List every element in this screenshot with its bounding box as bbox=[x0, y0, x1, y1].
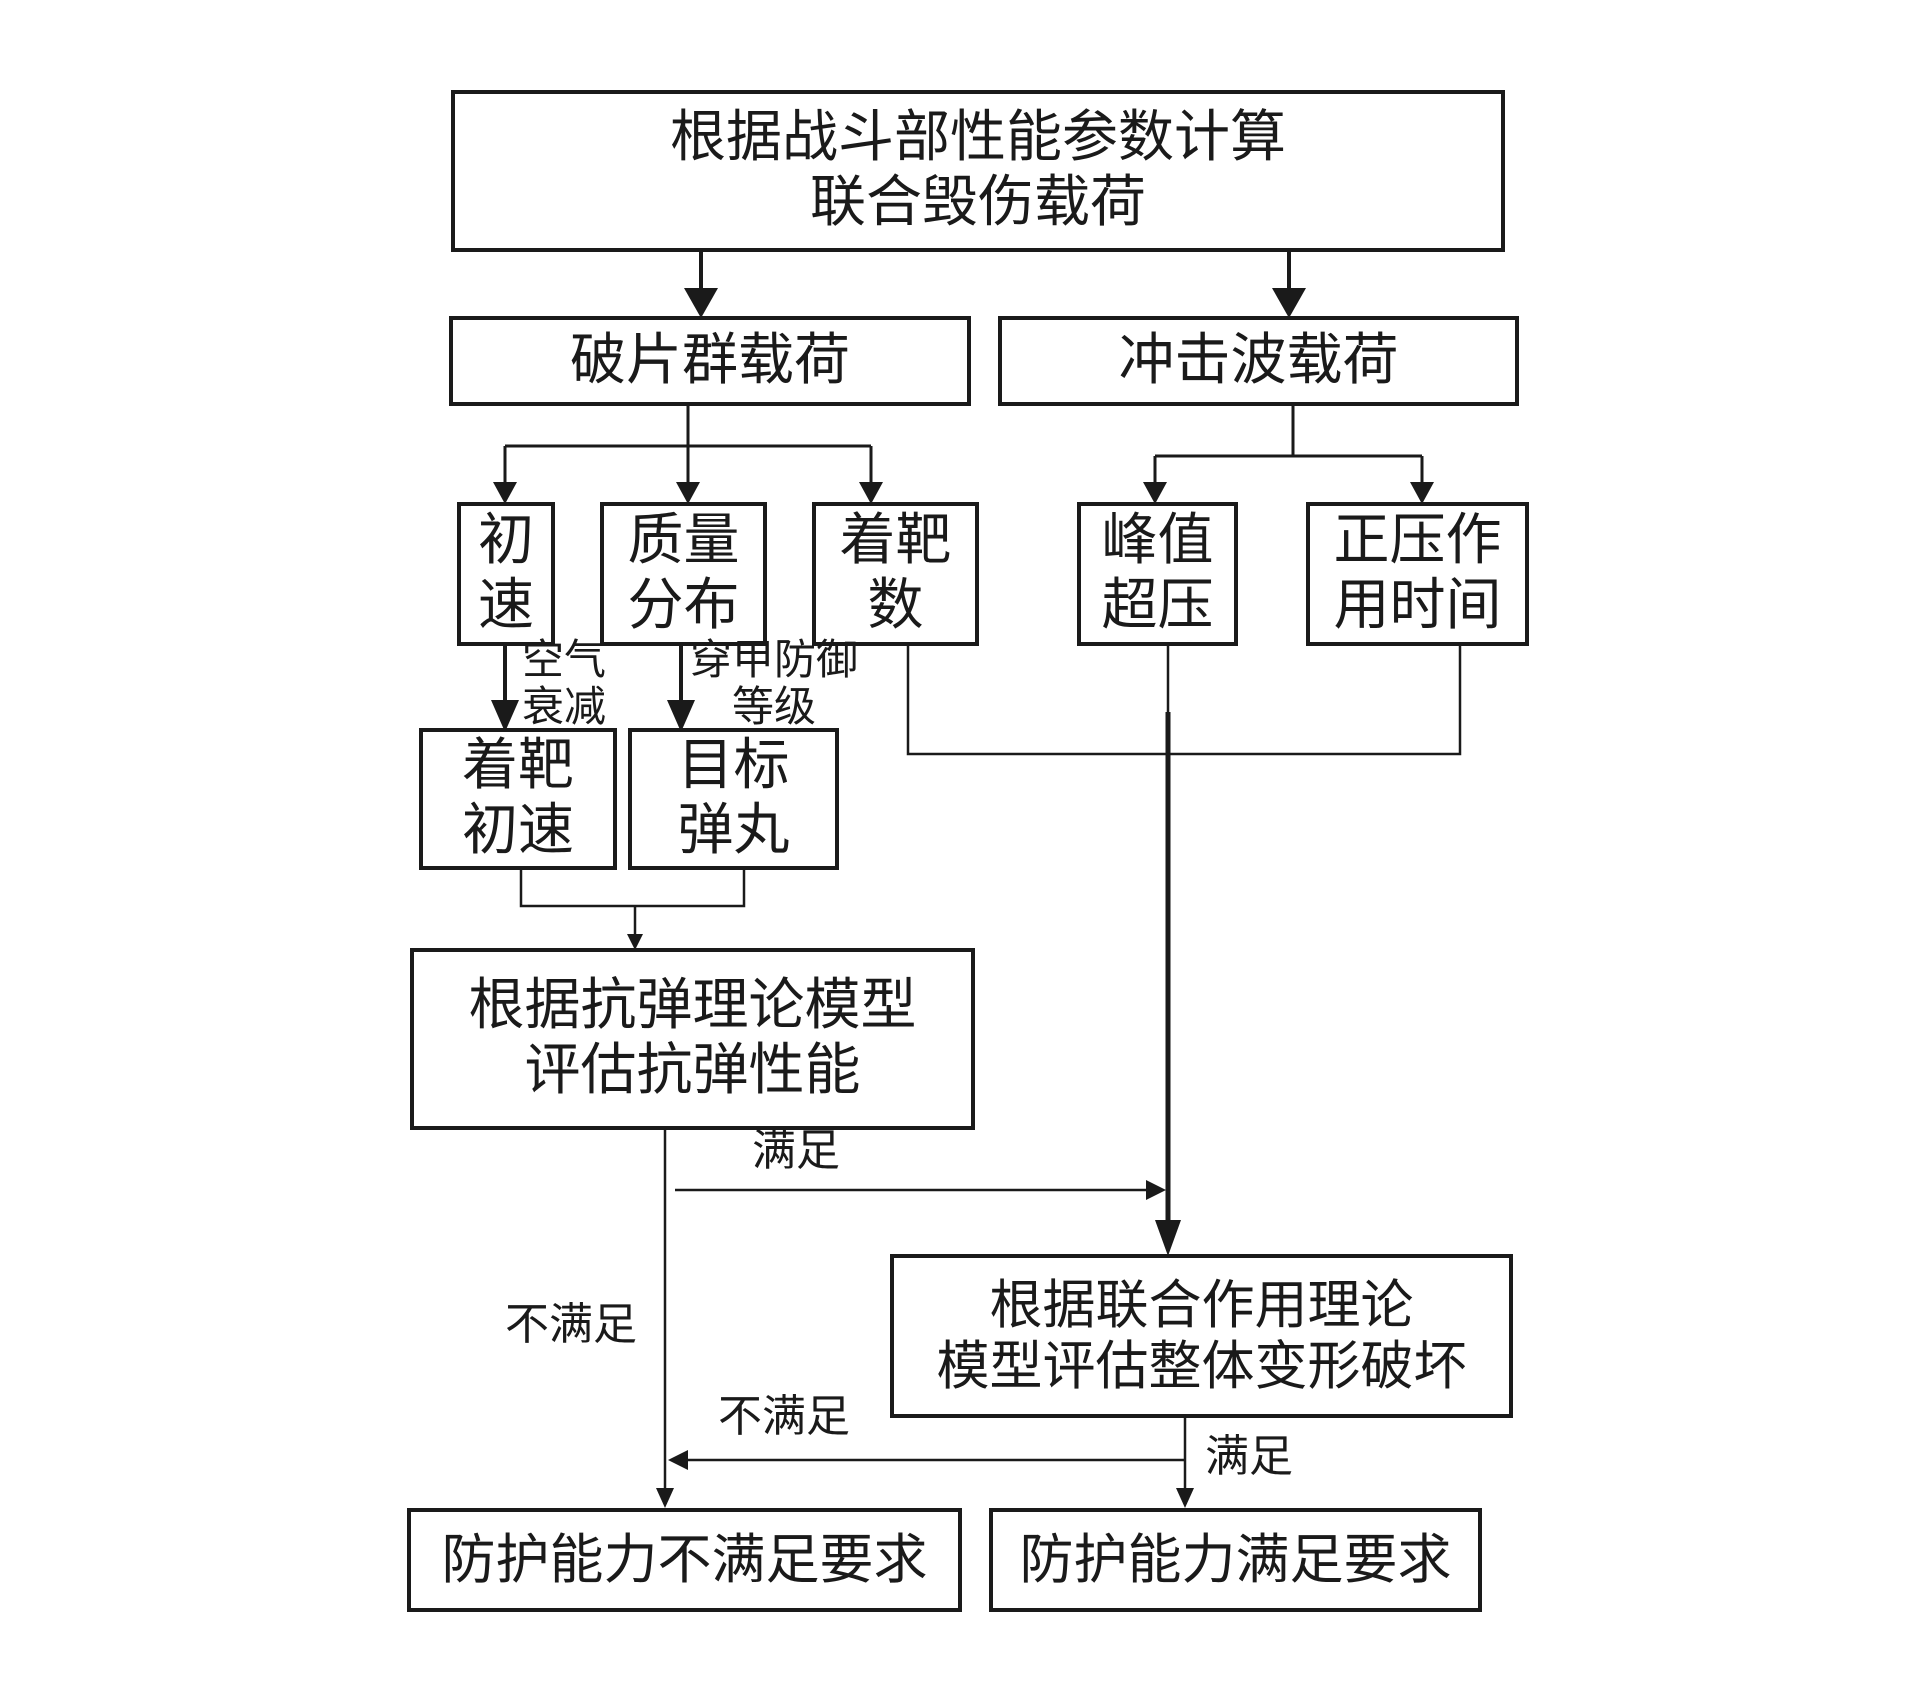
ballistic-satisfied-label: 满足 bbox=[752, 1125, 840, 1176]
combined-eval-line1: 根据联合作用理论 bbox=[989, 1274, 1414, 1336]
hit-count-line1: 着靶 bbox=[839, 508, 952, 574]
ballistic-eval-line1: 根据抗弹理论模型 bbox=[468, 973, 917, 1039]
protection-pass-label: 防护能力满足要求 bbox=[1019, 1527, 1452, 1591]
compute-load-line2: 联合毁伤载荷 bbox=[810, 170, 1146, 235]
hit-count-box: 着靶 数 bbox=[812, 502, 979, 646]
arrowhead-to-target-projectile bbox=[667, 700, 695, 732]
combined-not-satisfied-label: 不满足 bbox=[718, 1391, 850, 1442]
fragment-load-label: 破片群载荷 bbox=[570, 327, 850, 393]
shockwave-load-label: 冲击波载荷 bbox=[1118, 327, 1399, 393]
arrowhead-to-positive-pressure-duration bbox=[1410, 482, 1434, 504]
air-attenuation-line2: 衰减 bbox=[522, 682, 607, 732]
combined-eval-line2: 模型评估整体变形破坏 bbox=[936, 1336, 1467, 1397]
arrowhead-to-combined bbox=[1155, 1220, 1181, 1256]
air-attenuation-line1: 空气 bbox=[522, 635, 607, 684]
peak-overpressure-line2: 超压 bbox=[1101, 573, 1214, 638]
armor-grade-label: 穿甲防御 等级 bbox=[690, 636, 858, 730]
ballistic-eval-line2: 评估抗弹性能 bbox=[524, 1038, 861, 1103]
impact-velocity-line1: 着靶 bbox=[462, 733, 574, 799]
arrowhead-to-mass-distribution bbox=[676, 482, 700, 504]
peak-overpressure-box: 峰值 超压 bbox=[1077, 502, 1238, 646]
positive-pressure-duration-box: 正压作 用时间 bbox=[1306, 502, 1529, 646]
compute-load-box: 根据战斗部性能参数计算 联合毁伤载荷 bbox=[451, 90, 1505, 252]
ballistic-eval-box: 根据抗弹理论模型 评估抗弹性能 bbox=[410, 948, 975, 1130]
ballistic-satisfied-text: 满足 bbox=[752, 1125, 840, 1176]
armor-grade-line1: 穿甲防御 bbox=[690, 635, 859, 684]
arrowhead-compute-to-shockwave bbox=[1272, 288, 1306, 318]
positive-pressure-duration-line2: 用时间 bbox=[1333, 573, 1502, 638]
peak-overpressure-line1: 峰值 bbox=[1101, 508, 1214, 574]
shockwave-load-box: 冲击波载荷 bbox=[998, 316, 1519, 406]
positive-pressure-duration-line1: 正压作 bbox=[1333, 508, 1502, 574]
target-projectile-box: 目标 弹丸 bbox=[628, 728, 839, 870]
arrowhead-to-peak-overpressure bbox=[1143, 482, 1167, 504]
protection-pass-box: 防护能力满足要求 bbox=[989, 1508, 1482, 1612]
edge-merge-to-ballistic bbox=[519, 868, 746, 938]
hit-count-line2: 数 bbox=[867, 573, 924, 638]
arrowhead-to-hit-count bbox=[859, 482, 883, 504]
combined-eval-box: 根据联合作用理论 模型评估整体变形破坏 bbox=[890, 1254, 1513, 1418]
arrowhead-combined-not-satisfied bbox=[668, 1450, 688, 1470]
target-projectile-line1: 目标 bbox=[677, 733, 790, 799]
arrowhead-compute-to-fragment bbox=[684, 288, 718, 318]
armor-grade-line2: 等级 bbox=[732, 682, 817, 732]
arrowhead-to-impact-velocity bbox=[491, 700, 519, 732]
protection-fail-label: 防护能力不满足要求 bbox=[441, 1527, 928, 1591]
arrowhead-to-ballistic bbox=[627, 934, 643, 950]
arrowhead-ballistic-not-satisfied bbox=[656, 1488, 674, 1508]
target-projectile-line2: 弹丸 bbox=[677, 798, 790, 863]
mass-distribution-line2: 分布 bbox=[627, 573, 740, 638]
compute-load-line1: 根据战斗部性能参数计算 bbox=[670, 105, 1286, 171]
edge-shockwave-branch bbox=[1153, 404, 1424, 486]
edge-fragment-branch bbox=[503, 404, 873, 486]
combined-not-satisfied-text: 不满足 bbox=[718, 1391, 850, 1442]
mass-distribution-line1: 质量 bbox=[627, 508, 740, 574]
combined-satisfied-label: 满足 bbox=[1205, 1431, 1293, 1482]
initial-velocity-line1: 初 bbox=[478, 508, 534, 574]
arrowhead-ballistic-satisfied bbox=[1146, 1180, 1166, 1200]
impact-velocity-box: 着靶 初速 bbox=[419, 728, 617, 870]
fragment-load-box: 破片群载荷 bbox=[449, 316, 971, 406]
initial-velocity-box: 初 速 bbox=[457, 502, 555, 646]
arrowhead-to-initial-velocity bbox=[493, 482, 517, 504]
ballistic-not-satisfied-text: 不满足 bbox=[505, 1299, 637, 1350]
arrowhead-combined-satisfied bbox=[1176, 1488, 1194, 1508]
air-attenuation-label: 空气 衰减 bbox=[522, 636, 606, 730]
combined-satisfied-text: 满足 bbox=[1205, 1431, 1293, 1482]
initial-velocity-line2: 速 bbox=[478, 573, 534, 638]
edge-load-params-join bbox=[906, 644, 1462, 756]
impact-velocity-line2: 初速 bbox=[462, 798, 574, 863]
mass-distribution-box: 质量 分布 bbox=[600, 502, 767, 646]
ballistic-not-satisfied-label: 不满足 bbox=[505, 1299, 637, 1350]
protection-fail-box: 防护能力不满足要求 bbox=[407, 1508, 962, 1612]
